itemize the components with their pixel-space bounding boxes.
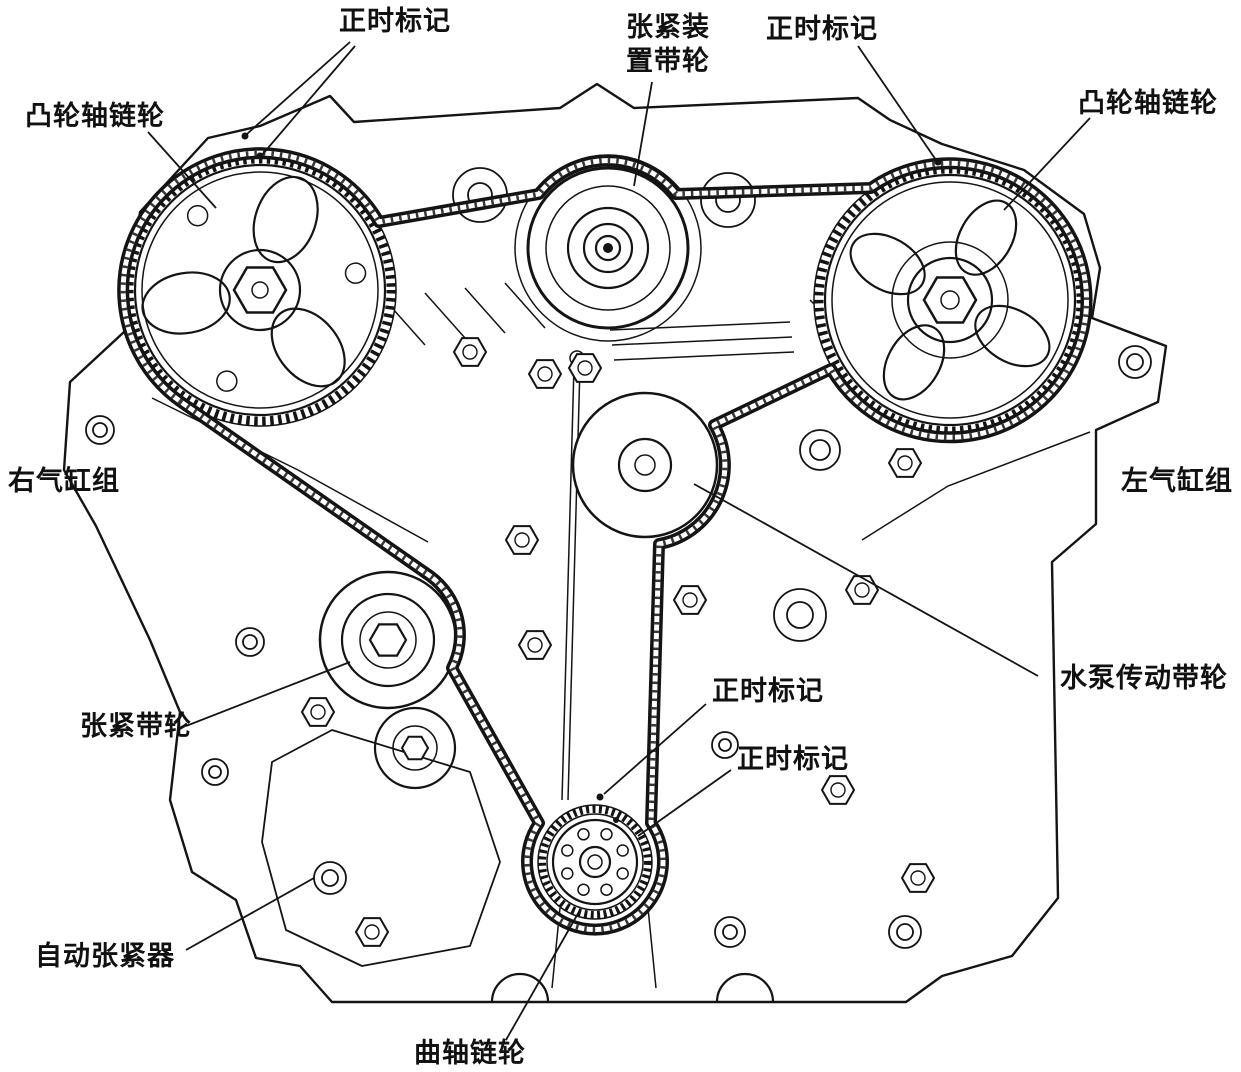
label-timing-mark-mid-lower: 正时标记 — [737, 744, 849, 774]
label-timing-mark-top-right: 正时标记 — [766, 14, 878, 44]
label-left-cylinder-bank: 左气缸组 — [1121, 465, 1233, 496]
leader-camshaft-sprocket-right — [1003, 117, 1091, 211]
label-timing-mark-top-left: 正时标记 — [339, 6, 451, 36]
labels: 正时标记 张紧装 置带轮 正时标记 凸轮轴链轮 凸轮轴链轮 右气缸组 左气缸组 … — [8, 6, 1233, 1068]
crankshaft-sprocket — [537, 804, 653, 920]
timing-belt — [117, 147, 1093, 936]
leader-timing-mark-top-right — [857, 45, 937, 161]
label-water-pump-pulley: 水泵传动带轮 — [1060, 663, 1228, 693]
idler-hub — [373, 706, 457, 790]
leader-timing-mark-top-left-a — [246, 41, 351, 135]
leader-auto-tensioner — [185, 877, 315, 951]
leader-water-pump-pulley — [693, 483, 1039, 677]
label-crankshaft-sprocket: 曲轴链轮 — [414, 1037, 526, 1068]
label-camshaft-sprocket-right: 凸轮轴链轮 — [1078, 87, 1218, 118]
engine-block-outline — [62, 82, 1168, 1004]
leader-camshaft-sprocket-left — [147, 131, 217, 209]
label-timing-mark-mid-upper: 正时标记 — [712, 676, 824, 706]
leader-tensioner-device-pulley — [633, 81, 653, 187]
label-camshaft-sprocket-left: 凸轮轴链轮 — [25, 100, 165, 131]
label-auto-tensioner: 自动张紧器 — [35, 940, 175, 971]
leader-timing-mark-top-left-b — [261, 45, 356, 156]
leader-tensioner-pulley — [185, 661, 351, 727]
leader-timing-mark-mid-upper — [603, 703, 707, 795]
label-tensioner-device-pulley-line1: 张紧装 — [626, 12, 710, 42]
leader-crankshaft-sprocket — [505, 909, 581, 1041]
label-tensioner-device-pulley-line2: 置带轮 — [626, 46, 710, 76]
label-tensioner-pulley: 张紧带轮 — [80, 711, 192, 741]
tensioner-device-pulley — [514, 154, 702, 342]
leader-lines — [147, 41, 1091, 1041]
tensioner-pulley-left — [318, 570, 458, 710]
water-pump-pulley — [571, 391, 719, 539]
label-right-cylinder-bank: 右气缸组 — [8, 465, 120, 496]
leader-timing-mark-mid-lower — [637, 769, 732, 837]
